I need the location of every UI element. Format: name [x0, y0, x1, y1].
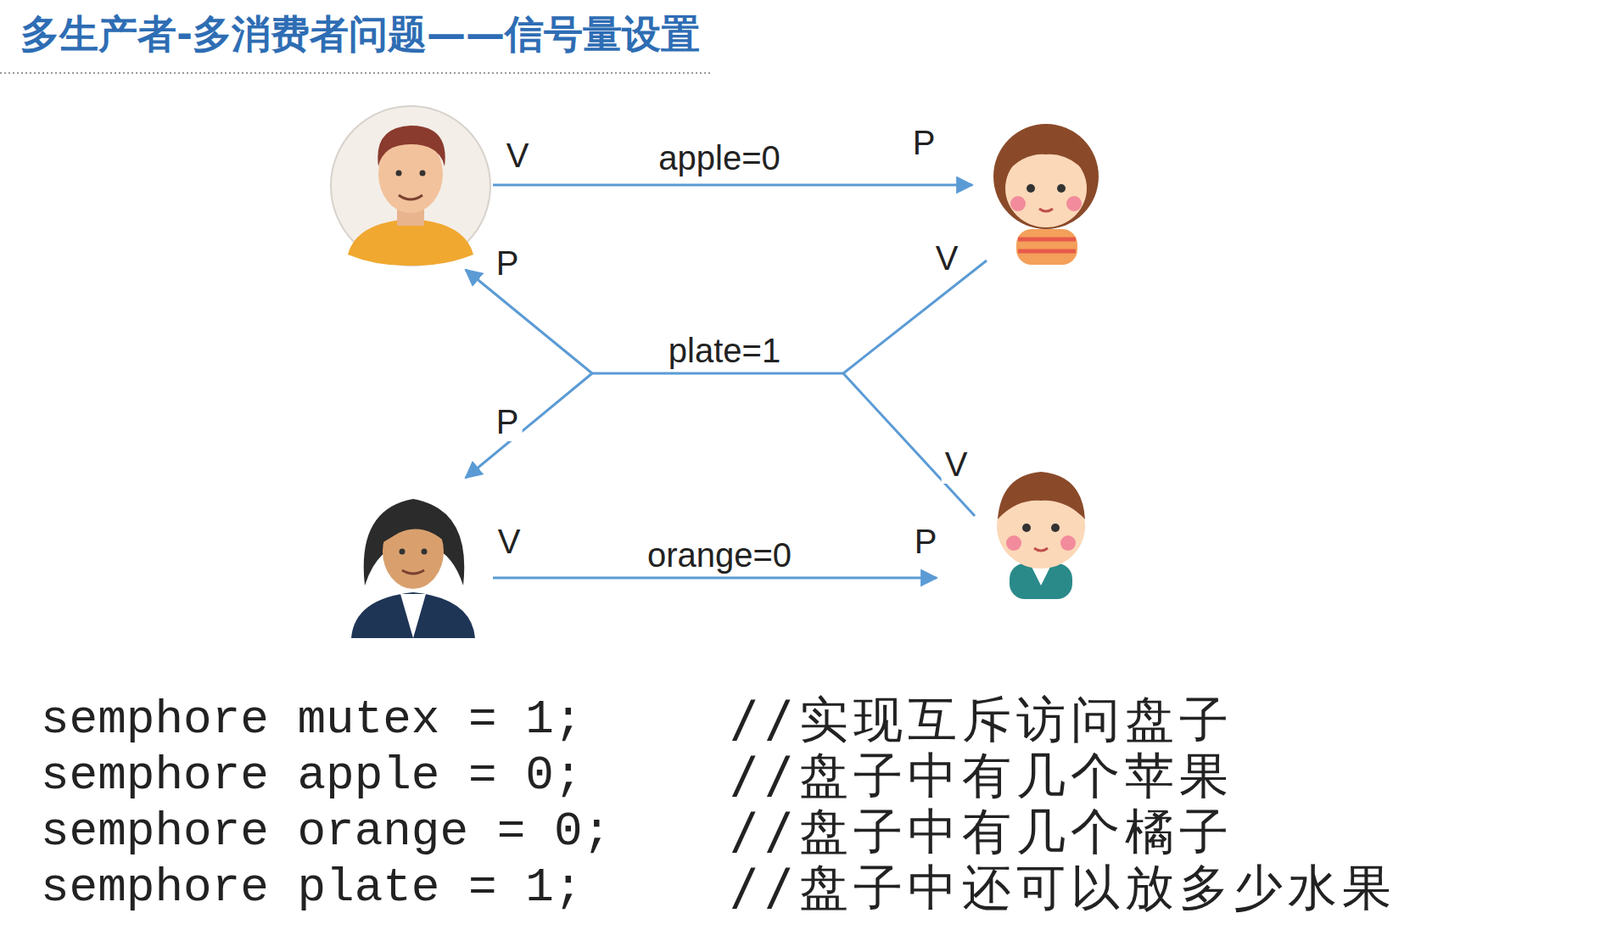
semaphore-label: plate=1: [665, 330, 784, 370]
code-line: semphore mutex = 1;: [40, 692, 583, 747]
code-comment: //实现互斥访问盘子: [729, 691, 1234, 749]
operation-label: V: [941, 444, 972, 484]
operation-label: P: [911, 521, 941, 561]
daughter-figure: [993, 123, 1099, 265]
slide-title: 多生产者-多消费者问题——信号量设置: [20, 11, 700, 57]
operation-label: V: [494, 521, 525, 561]
code-line: semphore apple = 0;: [40, 748, 583, 803]
semaphore-label: orange=0: [643, 535, 795, 575]
code-line: semphore plate = 1;: [40, 860, 583, 915]
code-comment: //盘子中还可以放多少水果: [729, 859, 1397, 917]
mother-figure: [351, 498, 476, 638]
title-rule: [0, 72, 713, 74]
operation-label: V: [932, 238, 963, 278]
operation-label: P: [492, 402, 523, 442]
operation-label: V: [503, 135, 533, 175]
son-figure: [996, 471, 1086, 599]
code-comment: //盘子中有几个苹果: [729, 747, 1234, 805]
arrows: [465, 184, 987, 578]
operation-label: P: [909, 123, 940, 163]
operation-label: P: [492, 243, 523, 283]
code-comment: //盘子中有几个橘子: [729, 803, 1234, 861]
code-line: semphore orange = 0;: [40, 804, 611, 859]
semaphore-label: apple=0: [654, 138, 784, 178]
father-figure: [330, 106, 491, 266]
